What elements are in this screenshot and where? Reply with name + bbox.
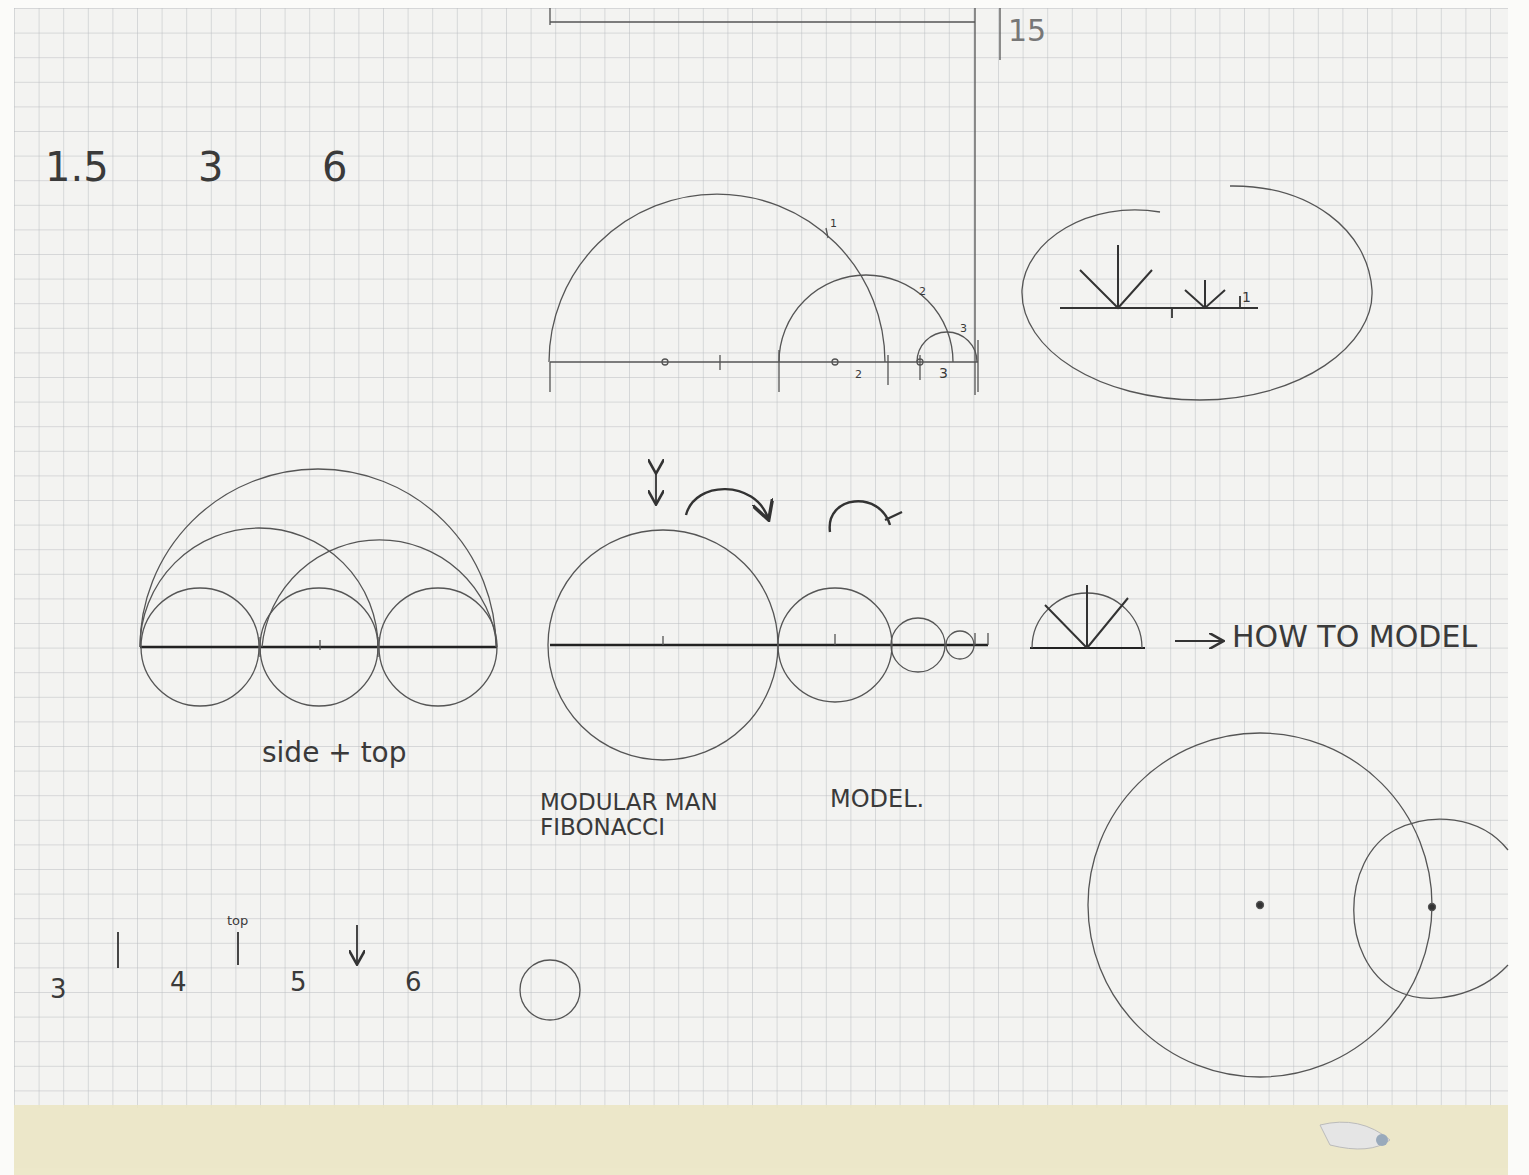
model-note: MODEL. [830,786,924,812]
dimension-number: 6 [322,145,347,189]
view-note: side + top [262,738,407,769]
dimension-number: 3 [198,145,223,189]
callout-number: 1 [830,218,837,230]
method-note: MODULAR MAN FIBONACCI [540,790,780,841]
method-note: HOW TO MODEL [1232,620,1477,653]
step-number: 3 [50,975,67,1004]
dimension-number: 1.5 [45,145,109,189]
callout-number: 3 [939,366,948,381]
step-number: 4 [170,968,187,997]
callout-number: 2 [919,286,926,298]
step-note: top [227,914,248,928]
callout-number: 1 [1242,290,1251,305]
step-number: 6 [405,968,422,997]
dimension-number: 15 [1008,14,1046,47]
callout-number: 3 [960,323,967,335]
callout-number: 2 [855,369,862,381]
step-number: 5 [290,968,307,997]
